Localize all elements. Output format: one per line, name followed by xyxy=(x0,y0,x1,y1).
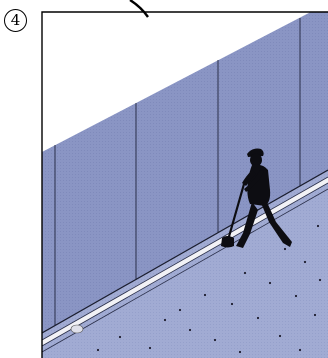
debris-pile xyxy=(70,324,84,334)
broom-icon xyxy=(221,183,246,248)
leader-line xyxy=(129,0,149,18)
wall-seams xyxy=(54,18,301,325)
worker-silhouette-icon xyxy=(236,148,292,248)
wall-panel xyxy=(42,12,328,333)
curb-line xyxy=(42,188,328,353)
gutter-strip xyxy=(42,177,328,346)
panel-contents xyxy=(42,12,328,358)
panel-frame xyxy=(41,11,328,358)
step-number-badge: 4 xyxy=(4,9,27,32)
ground-dots xyxy=(96,224,322,354)
wall-base-line xyxy=(42,169,328,334)
gutter-edge-top xyxy=(42,176,328,341)
gutter-edge-bottom xyxy=(42,182,328,347)
